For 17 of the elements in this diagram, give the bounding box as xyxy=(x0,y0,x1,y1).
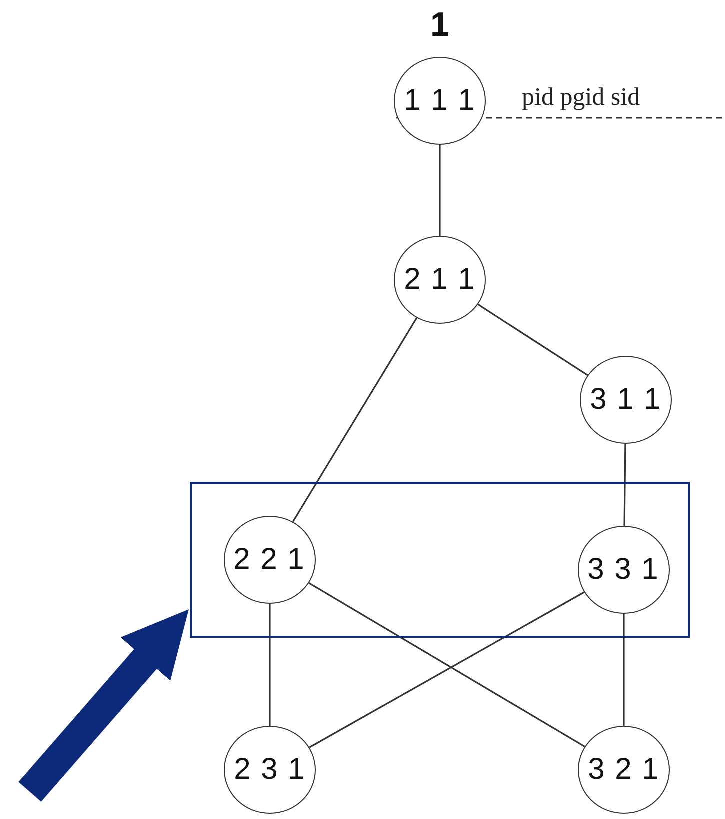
node-label: 3 3 1 xyxy=(588,552,660,586)
node-label: 2 3 1 xyxy=(234,753,306,787)
node-label: 2 1 1 xyxy=(404,263,476,297)
figure-title: 1 xyxy=(430,6,450,45)
column-heading-label: pid pgid sid xyxy=(522,84,640,112)
connector-line xyxy=(478,304,588,376)
node-label: 2 2 1 xyxy=(234,542,306,576)
highlight-frame xyxy=(190,482,690,638)
connector-line xyxy=(439,145,441,236)
node-label: 3 2 1 xyxy=(588,753,660,787)
connector-line xyxy=(623,614,625,726)
node-label: 3 1 1 xyxy=(590,383,662,417)
pointer-arrow xyxy=(18,609,189,802)
connector-line xyxy=(269,604,271,726)
connector-line xyxy=(292,318,418,522)
node-label: 1 1 1 xyxy=(404,84,476,118)
connector-line xyxy=(624,444,626,526)
